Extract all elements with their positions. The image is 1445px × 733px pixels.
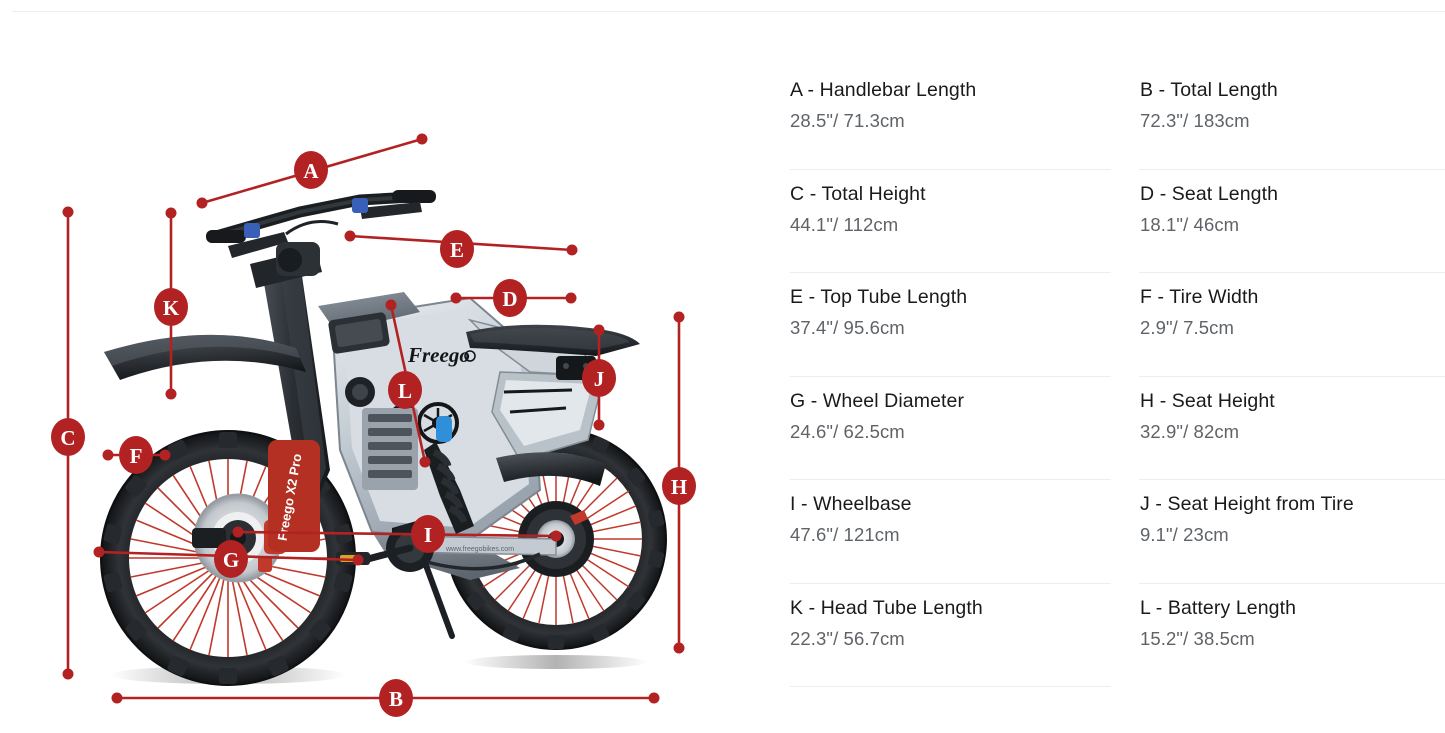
spec-item-a: A - Handlebar Length 28.5"/ 71.3cm <box>790 66 1139 170</box>
svg-text:K: K <box>163 296 180 320</box>
svg-text:A: A <box>303 159 319 183</box>
spec-value: 44.1"/ 112cm <box>790 213 899 235</box>
spec-value: 18.1"/ 46cm <box>1140 213 1240 235</box>
spec-label: A - Handlebar Length <box>790 79 977 101</box>
spec-value: 37.4"/ 95.6cm <box>790 317 905 339</box>
spec-value: 9.1"/ 23cm <box>1140 524 1229 546</box>
frame-battery: Freego <box>318 292 605 580</box>
svg-text:H: H <box>671 475 687 499</box>
svg-text:F: F <box>130 444 143 468</box>
spec-value: 28.5"/ 71.3cm <box>790 110 905 132</box>
callout-badge-e: E <box>440 230 474 268</box>
spec-item-h: H - Seat Height 32.9"/ 82cm <box>1139 377 1445 481</box>
spec-value: 47.6"/ 121cm <box>790 524 900 546</box>
spec-item-f: F - Tire Width 2.9"/ 7.5cm <box>1139 273 1445 377</box>
rear-wheel-shadow <box>464 655 648 669</box>
callout-badge-d: D <box>493 279 527 317</box>
svg-text:G: G <box>223 548 239 572</box>
spec-item-d: D - Seat Length 18.1"/ 46cm <box>1139 170 1445 274</box>
callout-badge-a: A <box>294 151 328 189</box>
spec-value: 32.9"/ 82cm <box>1140 420 1240 442</box>
spec-label: G - Wheel Diameter <box>790 389 965 412</box>
svg-text:C: C <box>60 426 75 450</box>
svg-text:L: L <box>398 379 412 403</box>
spec-value: 2.9"/ 7.5cm <box>1140 317 1235 339</box>
callout-badge-i: I <box>411 515 445 553</box>
callout-line-i <box>232 526 562 542</box>
callout-badge-b: B <box>379 679 413 717</box>
dimensions-spec-list: A - Handlebar Length 28.5"/ 71.3cm B - T… <box>790 66 1445 687</box>
svg-text:D: D <box>502 287 517 311</box>
svg-text:I: I <box>424 523 432 547</box>
spec-value: 15.2"/ 38.5cm <box>1140 627 1255 649</box>
spec-label: L - Battery Length <box>1140 596 1297 619</box>
spec-item-i: I - Wheelbase 47.6"/ 121cm <box>790 480 1139 584</box>
callout-badge-l: L <box>388 371 422 409</box>
spec-item-e: E - Top Tube Length 37.4"/ 95.6cm <box>790 273 1139 377</box>
rear-fender <box>496 452 606 486</box>
spec-label: D - Seat Length <box>1140 182 1279 205</box>
spec-item-l: L - Battery Length 15.2"/ 38.5cm <box>1139 584 1445 688</box>
top-divider <box>12 11 1445 12</box>
spec-value: 24.6"/ 62.5cm <box>790 420 905 442</box>
swingarm-decal: www.freegobikes.com <box>445 546 514 553</box>
handlebar <box>206 190 436 276</box>
frame-brand-mark: Freego <box>407 343 470 367</box>
battery-vents <box>362 408 418 490</box>
spec-label: C - Total Height <box>790 182 926 205</box>
spec-item-g: G - Wheel Diameter 24.6"/ 62.5cm <box>790 377 1139 481</box>
spec-label: F - Tire Width <box>1140 286 1259 308</box>
spec-label: H - Seat Height <box>1140 389 1275 412</box>
spec-label: E - Top Tube Length <box>790 286 968 308</box>
callout-badge-k: K <box>154 288 188 326</box>
spec-item-b: B - Total Length 72.3"/ 183cm <box>1139 66 1445 170</box>
spec-item-c: C - Total Height 44.1"/ 112cm <box>790 170 1139 274</box>
callout-badge-c: C <box>51 418 85 456</box>
callout-badge-j: J <box>582 359 616 397</box>
callout-badge-h: H <box>662 467 696 505</box>
spec-value: 72.3"/ 183cm <box>1140 110 1250 132</box>
svg-text:B: B <box>389 687 403 711</box>
bike-dimension-diagram: Freego X2 Pro <box>0 20 760 733</box>
front-fork: Freego X2 Pro <box>250 248 330 552</box>
spec-label: I - Wheelbase <box>790 493 912 515</box>
spec-label: J - Seat Height from Tire <box>1140 493 1354 515</box>
spec-item-k: K - Head Tube Length 22.3"/ 56.7cm <box>790 584 1139 688</box>
spec-value: 22.3"/ 56.7cm <box>790 627 905 649</box>
callout-badge-f: F <box>119 436 153 474</box>
svg-text:E: E <box>450 238 464 262</box>
callout-badge-g: G <box>214 540 248 578</box>
spec-label: B - Total Length <box>1140 79 1278 101</box>
spec-grid: A - Handlebar Length 28.5"/ 71.3cm B - T… <box>790 66 1445 687</box>
spec-label: K - Head Tube Length <box>790 596 983 619</box>
callout-badges: A K C E D <box>51 151 696 717</box>
spec-item-j: J - Seat Height from Tire 9.1"/ 23cm <box>1139 480 1445 584</box>
svg-text:J: J <box>594 367 605 391</box>
